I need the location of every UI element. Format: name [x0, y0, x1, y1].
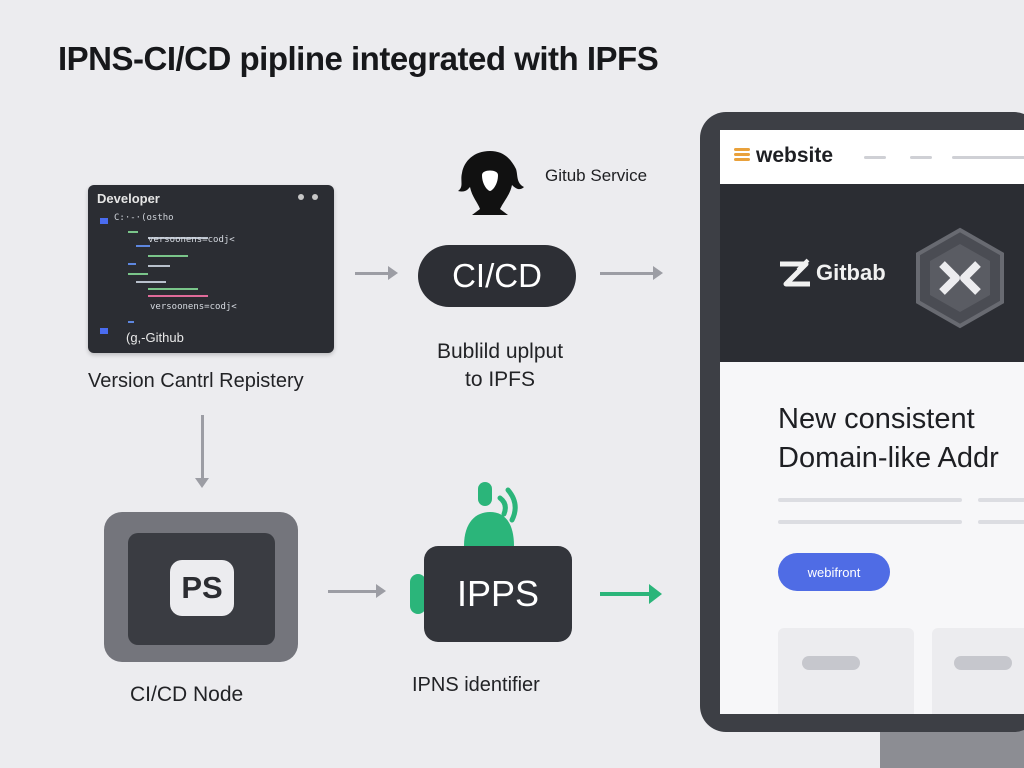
arrow-right [328, 584, 386, 598]
arrow-down [195, 415, 209, 488]
website-header: website [720, 130, 1024, 184]
ipps-box: IPPS [424, 546, 572, 642]
diagram-title: IPNS-CI/CD pipline integrated with IPFS [58, 40, 659, 77]
nav-link[interactable] [910, 156, 932, 159]
developer-terminal: Developer C:·-·(ostho versoonens=codj< v… [88, 185, 334, 353]
website-screen: website Gitbab New consistent Domain-lik… [720, 130, 1024, 714]
cicd-node-label: CI/CD Node [130, 683, 244, 706]
text-placeholder-line [978, 498, 1024, 502]
code-line [148, 288, 198, 290]
website-name: website [756, 144, 834, 167]
website-logo-icon [734, 148, 750, 161]
gitlab-icon [780, 258, 810, 287]
arrow-right [355, 266, 398, 280]
text-placeholder-line [778, 520, 962, 524]
nav-link[interactable] [952, 156, 1024, 159]
code-line [128, 321, 134, 323]
code-text: versoonens=codj< [150, 302, 237, 312]
headline-line: New consistent [778, 403, 975, 435]
ipns-identifier-label: IPNS identifier [412, 674, 540, 696]
code-line [148, 265, 170, 267]
text-placeholder-line [978, 520, 1024, 524]
version-control-label: Version Cantrl Repistery [88, 370, 304, 392]
code-line [148, 237, 208, 239]
website-headline: New consistent Domain-like Addr [778, 400, 999, 478]
code-line [148, 255, 188, 257]
nav-link[interactable] [864, 156, 886, 159]
code-line [128, 231, 138, 233]
arrow-right-green [600, 584, 662, 604]
code-line [128, 263, 136, 265]
monitor-stand [880, 730, 1024, 768]
window-dot [298, 194, 304, 200]
code-line [148, 295, 208, 297]
code-text: C:·-·(ostho [114, 213, 174, 223]
code-text: versoonens=codj< [148, 235, 235, 245]
build-text-line: Bublild uplput [436, 340, 564, 363]
headline-line: Domain-like Addr [778, 442, 999, 474]
terminal-titlebar: Developer [88, 185, 334, 211]
ipps-green-tab [410, 574, 426, 614]
build-upload-text: Bublild uplput to IPFS [420, 338, 580, 394]
hexagon-logo-icon [916, 227, 1004, 329]
terminal-title: Developer [97, 191, 160, 206]
code-line [136, 245, 150, 247]
window-dot [312, 194, 318, 200]
ipps-label: IPPS [456, 573, 540, 614]
gitlab-label: Gitbab [816, 260, 886, 285]
person-signal-icon [464, 482, 518, 546]
code-line [136, 281, 166, 283]
cicd-pill-label: CI/CD [452, 257, 542, 294]
code-gutter-marker [100, 328, 108, 334]
content-card[interactable] [778, 628, 914, 714]
ps-icon: PS [170, 560, 234, 616]
github-service-label: Gitub Service [545, 166, 648, 185]
cicd-pill: CI/CD [418, 245, 576, 307]
card-pill [802, 656, 860, 670]
code-gutter-marker [100, 218, 108, 224]
terminal-footer-text: (g,-Github [126, 330, 184, 345]
ps-icon-label: PS [181, 570, 223, 605]
webifront-button[interactable]: webifront [778, 553, 890, 591]
build-text-line: to IPFS [464, 368, 536, 391]
card-pill [954, 656, 1012, 670]
github-icon [458, 151, 524, 215]
text-placeholder-line [778, 498, 962, 502]
content-card[interactable] [932, 628, 1024, 714]
arrow-right [600, 266, 663, 280]
code-line [128, 273, 148, 275]
website-hero: Gitbab [720, 184, 1024, 362]
